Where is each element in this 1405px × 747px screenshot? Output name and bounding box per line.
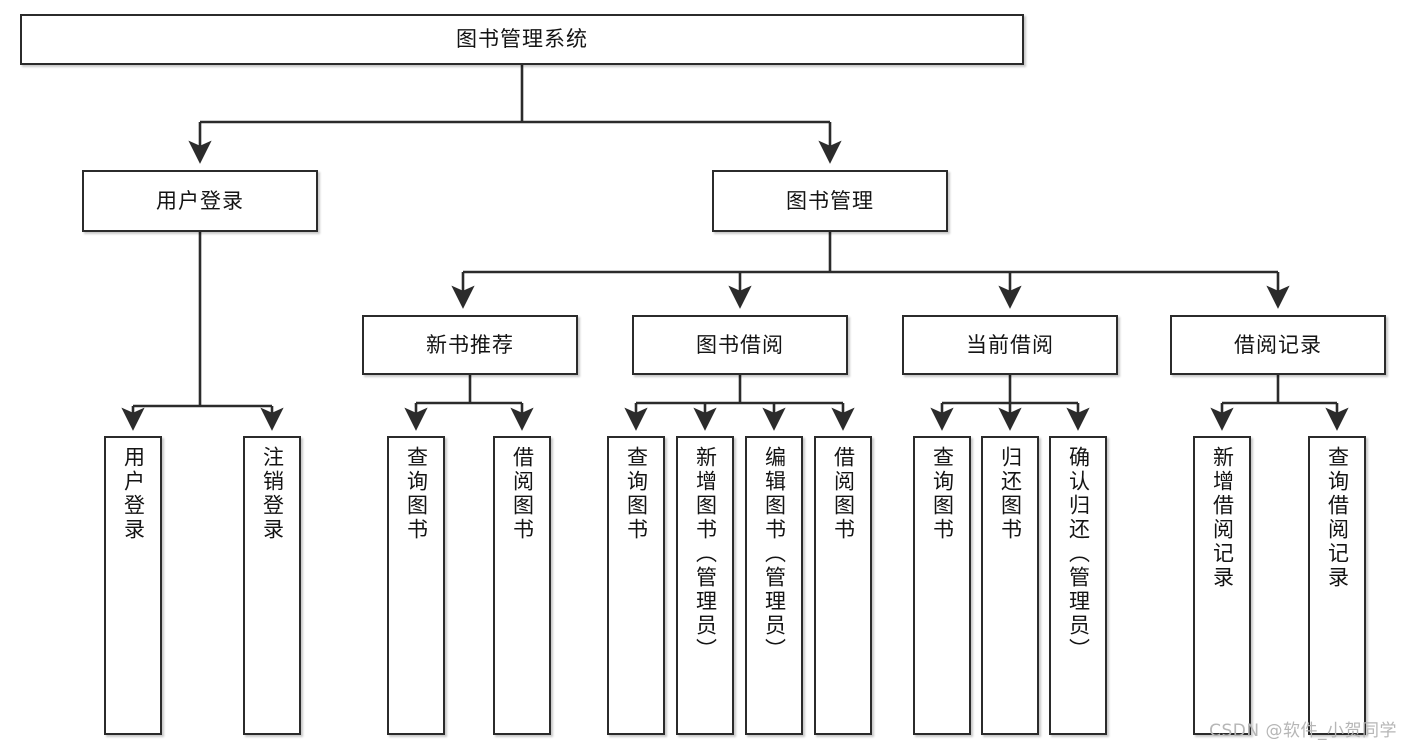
node-leaf-query-book-3[interactable]: 查询图书	[913, 436, 971, 735]
node-label: 借阅图书	[510, 446, 535, 542]
node-leaf-return-book[interactable]: 归还图书	[981, 436, 1039, 735]
node-label: 查询图书	[930, 446, 955, 542]
node-leaf-add-book[interactable]: 新增图书（管理员）	[676, 436, 734, 735]
node-leaf-query-record[interactable]: 查询借阅记录	[1308, 436, 1366, 735]
node-label: 用户登录	[156, 188, 244, 213]
node-book-borrow[interactable]: 图书借阅	[632, 315, 848, 375]
node-label: 确认归还（管理员）	[1066, 446, 1091, 662]
node-label: 图书借阅	[696, 332, 784, 357]
node-root-图书管理系统[interactable]: 图书管理系统	[20, 14, 1024, 65]
node-label: 新增借阅记录	[1210, 446, 1235, 590]
node-label: 新书推荐	[426, 332, 514, 357]
node-label: 借阅图书	[831, 446, 856, 542]
node-label: 查询借阅记录	[1325, 446, 1350, 590]
node-label: 借阅记录	[1234, 332, 1322, 357]
node-leaf-edit-book[interactable]: 编辑图书（管理员）	[745, 436, 803, 735]
node-new-book-recommend[interactable]: 新书推荐	[362, 315, 578, 375]
node-leaf-user-logout[interactable]: 注销登录	[243, 436, 301, 735]
node-label: 查询图书	[404, 446, 429, 542]
node-book-manage[interactable]: 图书管理	[712, 170, 948, 232]
node-label: 编辑图书（管理员）	[762, 446, 787, 662]
node-label: 用户登录	[121, 446, 146, 542]
node-leaf-add-record[interactable]: 新增借阅记录	[1193, 436, 1251, 735]
node-leaf-borrow-book-2[interactable]: 借阅图书	[814, 436, 872, 735]
node-leaf-query-book-2[interactable]: 查询图书	[607, 436, 665, 735]
csdn-watermark: CSDN @软件_小贺同学	[1209, 721, 1397, 741]
node-label: 当前借阅	[966, 332, 1054, 357]
node-user-login[interactable]: 用户登录	[82, 170, 318, 232]
node-leaf-query-book-1[interactable]: 查询图书	[387, 436, 445, 735]
node-leaf-user-login[interactable]: 用户登录	[104, 436, 162, 735]
node-leaf-borrow-book-1[interactable]: 借阅图书	[493, 436, 551, 735]
node-leaf-confirm-return[interactable]: 确认归还（管理员）	[1049, 436, 1107, 735]
node-label: 新增图书（管理员）	[693, 446, 718, 662]
node-borrow-record[interactable]: 借阅记录	[1170, 315, 1386, 375]
node-label: 查询图书	[624, 446, 649, 542]
node-label: 图书管理系统	[456, 27, 588, 52]
node-label: 注销登录	[260, 446, 285, 542]
node-current-borrow[interactable]: 当前借阅	[902, 315, 1118, 375]
node-label: 图书管理	[786, 188, 874, 213]
node-label: 归还图书	[998, 446, 1023, 542]
